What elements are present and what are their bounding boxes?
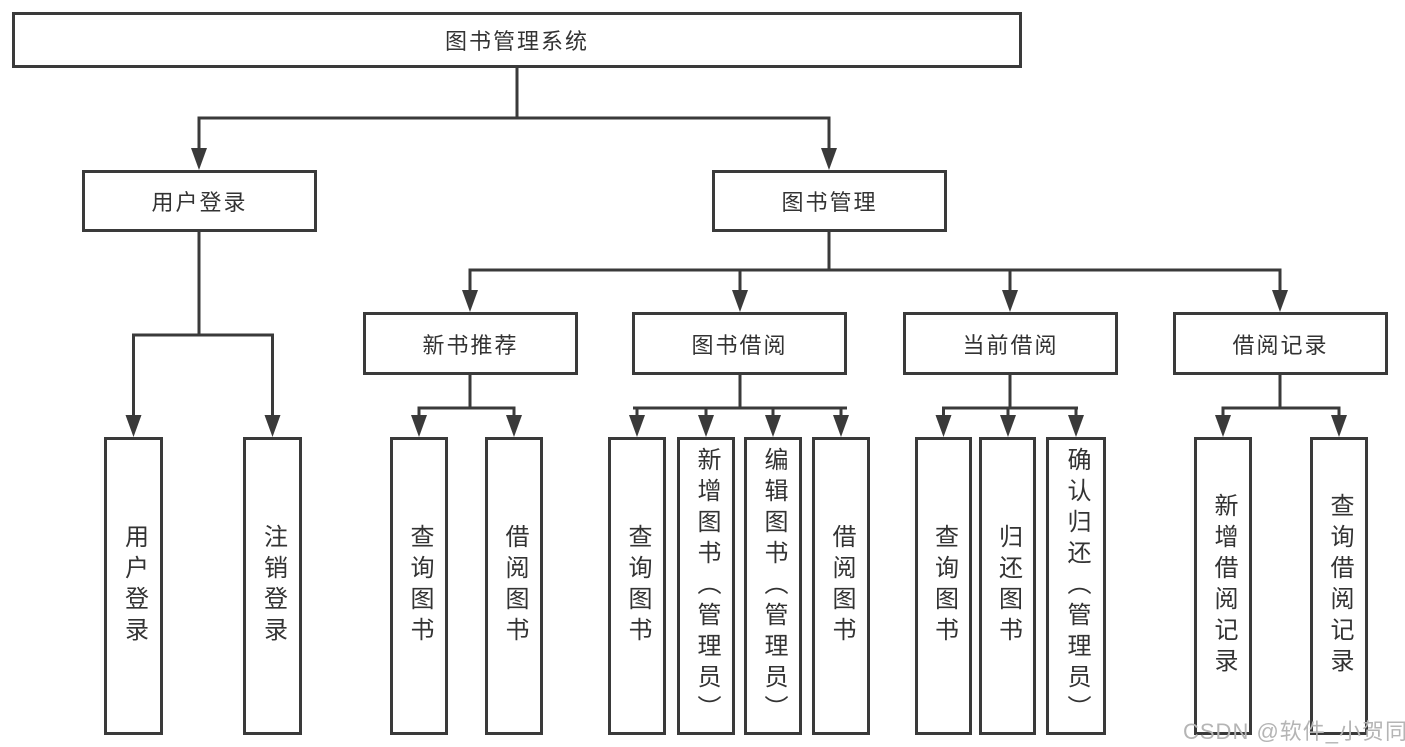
leaf-query-books-recommend: 查询图书 xyxy=(390,437,448,735)
node-user-login-group: 用户登录 xyxy=(82,170,317,232)
leaf-query-books-borrowing: 查询图书 xyxy=(608,437,666,735)
leaf-add-books-admin: 新增图书（管理员） xyxy=(677,437,735,735)
node-book-management-group: 图书管理 xyxy=(712,170,947,232)
csdn-watermark: CSDN @软件_小贺同学 xyxy=(1183,719,1405,744)
leaf-add-borrow-record: 新增借阅记录 xyxy=(1194,437,1252,735)
connector-paths xyxy=(132,68,1341,418)
node-book-management-system: 图书管理系统 xyxy=(12,12,1022,68)
leaf-query-books-current: 查询图书 xyxy=(915,437,972,735)
node-book-borrowing: 图书借阅 xyxy=(632,312,847,375)
leaf-confirm-return-admin: 确认归还（管理员） xyxy=(1046,437,1106,735)
node-new-book-recommend: 新书推荐 xyxy=(363,312,578,375)
node-borrowing-records: 借阅记录 xyxy=(1173,312,1388,375)
leaf-edit-books-admin: 编辑图书（管理员） xyxy=(744,437,802,735)
connector-arrowheads xyxy=(125,148,1347,437)
leaf-borrow-books-recommend: 借阅图书 xyxy=(485,437,543,735)
leaf-logout: 注销登录 xyxy=(243,437,302,735)
leaf-return-books: 归还图书 xyxy=(979,437,1036,735)
leaf-query-borrow-record: 查询借阅记录 xyxy=(1310,437,1368,735)
leaf-borrow-books-borrowing: 借阅图书 xyxy=(812,437,870,735)
leaf-user-login: 用户登录 xyxy=(104,437,163,735)
node-current-borrowing: 当前借阅 xyxy=(903,312,1118,375)
